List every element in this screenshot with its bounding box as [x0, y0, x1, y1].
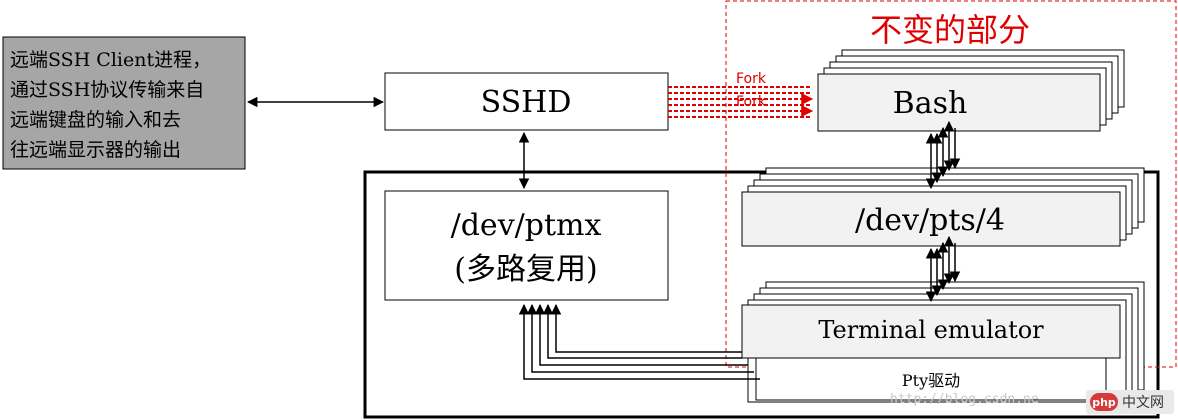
client-line-1: 远端SSH Client进程， [10, 49, 211, 71]
fork-label-1: Fork [736, 71, 767, 87]
invariant-region [725, 0, 1177, 368]
pts-box [741, 191, 1121, 247]
bash-stack: Bash [817, 49, 1125, 132]
pts-label: /dev/pts/4 [855, 203, 1005, 238]
bash-pts-arrows [925, 120, 961, 190]
terminal-ptmx-connectors [518, 303, 760, 380]
system-frame [363, 170, 1160, 419]
client-line-4: 往远端显示器的输出 [10, 139, 181, 161]
ssh-client-box: 远端SSH Client进程， 通过SSH协议传输来自 远端键盘的输入和去 往远… [2, 36, 246, 170]
fork-label-2: Fork [736, 94, 767, 110]
ptmx-line-1: /dev/ptmx [451, 208, 602, 243]
watermark-badge-text: 中文网 [1122, 395, 1164, 411]
fork-arrows [668, 86, 814, 118]
pts-stack: /dev/pts/4 [741, 167, 1145, 247]
sshd-box: SSHD [384, 72, 669, 131]
watermark-badge: php 中文网 [1086, 390, 1174, 414]
pty-label: Pty驱动 [902, 371, 960, 390]
bash-box [817, 73, 1101, 132]
ptmx-box: /dev/ptmx (多路复用) [384, 190, 669, 301]
client-line-2: 通过SSH协议传输来自 [10, 79, 204, 101]
invariant-label: 不变的部分 [870, 11, 1030, 49]
client-line-3: 远端键盘的输入和去 [10, 109, 181, 131]
bash-label: Bash [893, 86, 968, 121]
pts-terminal-arrows [925, 235, 961, 303]
php-logo-icon: php [1090, 393, 1118, 411]
sshd-label: SSHD [481, 85, 572, 120]
ptmx-line-2: (多路复用) [454, 252, 597, 287]
pty-box: Pty驱动 [755, 357, 1107, 401]
watermark-url: http://blog.csdn.ne [890, 392, 1039, 407]
terminal-box [741, 304, 1121, 359]
terminal-label: Terminal emulator [818, 316, 1044, 344]
